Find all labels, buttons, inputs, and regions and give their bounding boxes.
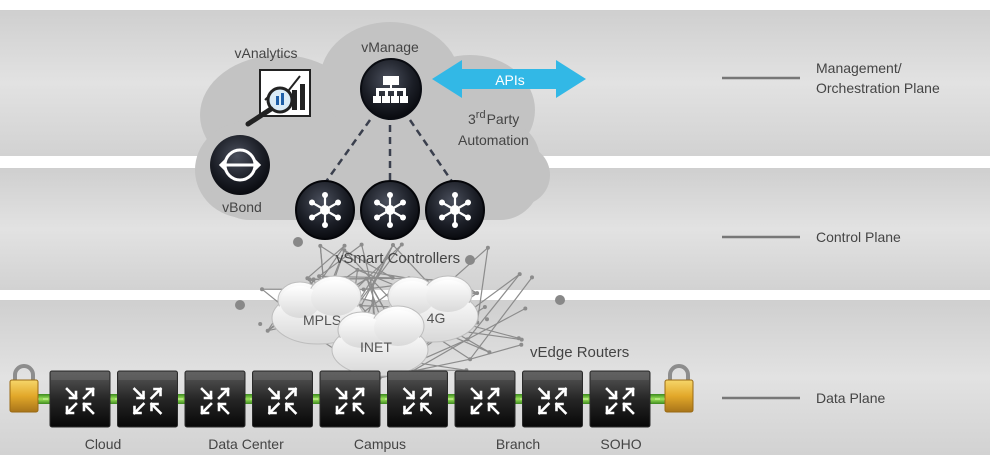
router-arrows-icon bbox=[605, 387, 635, 415]
plane-label-data: Data Plane bbox=[816, 390, 885, 406]
vsmart-hub-icon bbox=[309, 192, 341, 228]
vedge-router-row bbox=[9, 364, 694, 428]
vedge-router bbox=[49, 370, 111, 428]
site-labels: Cloud Data Center Campus Branch SOHO bbox=[85, 436, 642, 452]
automation-label: Automation bbox=[458, 132, 529, 148]
router-arrows-icon bbox=[335, 387, 365, 415]
site-label-soho: SOHO bbox=[600, 436, 641, 452]
vmanage-hierarchy-icon bbox=[373, 76, 408, 103]
vbond-orchestrator-icon bbox=[218, 148, 262, 182]
transport-label-4g: 4G bbox=[427, 310, 446, 326]
transport-label-inet: INET bbox=[360, 339, 392, 355]
vedge-router bbox=[387, 370, 448, 428]
vedge-router bbox=[454, 370, 516, 428]
vedge-router bbox=[117, 370, 178, 428]
vsmart-controllers bbox=[295, 180, 485, 240]
vmanage-label: vManage bbox=[361, 39, 419, 55]
router-arrows-icon bbox=[402, 387, 433, 415]
router-arrows-icon bbox=[537, 387, 568, 415]
vbond-node bbox=[210, 135, 270, 195]
transport-cloud-inet: INET bbox=[331, 305, 429, 377]
plane-label-management-line1: Management/ bbox=[816, 60, 902, 76]
vedge-router bbox=[319, 370, 381, 428]
vsmart-label: vSmart Controllers bbox=[336, 250, 460, 267]
transport-cloud-mpls: MPLS bbox=[271, 275, 365, 345]
third-party-automation-label: 3rdParty bbox=[468, 109, 519, 127]
padlock-icon bbox=[9, 364, 39, 413]
router-arrows-icon bbox=[200, 387, 230, 415]
vedge-label: vEdge Routers bbox=[530, 344, 629, 361]
plane-legend: Management/ Orchestration Plane Control … bbox=[722, 60, 940, 406]
vsmart-controller bbox=[295, 180, 355, 240]
analytics-magnifier-icon bbox=[266, 86, 294, 114]
vsmart-hub-icon bbox=[439, 192, 471, 228]
plane-label-control: Control Plane bbox=[816, 229, 901, 245]
padlock-icon bbox=[664, 364, 694, 413]
vedge-router bbox=[522, 370, 583, 428]
site-label-data-center: Data Center bbox=[208, 436, 284, 452]
api-arrow: APIs bbox=[432, 60, 586, 98]
vedge-router bbox=[184, 370, 246, 428]
router-arrows-icon bbox=[267, 387, 298, 415]
vsmart-controller bbox=[425, 180, 485, 240]
site-label-campus: Campus bbox=[354, 436, 406, 452]
api-label: APIs bbox=[495, 72, 525, 88]
site-label-branch: Branch bbox=[496, 436, 540, 452]
vedge-router bbox=[589, 370, 651, 428]
vsmart-hub-icon bbox=[374, 192, 406, 228]
router-arrows-icon bbox=[132, 387, 163, 415]
vedge-router bbox=[252, 370, 313, 428]
router-arrows-icon bbox=[65, 387, 95, 415]
vsmart-controller bbox=[360, 180, 420, 240]
vmanage-vsmart-links bbox=[323, 119, 455, 184]
vbond-label: vBond bbox=[222, 199, 262, 215]
router-arrows-icon bbox=[470, 387, 500, 415]
plane-label-management-line2: Orchestration Plane bbox=[816, 80, 940, 96]
site-label-cloud: Cloud bbox=[85, 436, 122, 452]
vanalytics-label: vAnalytics bbox=[234, 45, 297, 61]
vmanage-node bbox=[360, 58, 422, 120]
vanalytics-icon bbox=[245, 69, 311, 127]
transport-label-mpls: MPLS bbox=[303, 312, 341, 328]
transport-cloud-4g: 4G bbox=[385, 275, 479, 343]
